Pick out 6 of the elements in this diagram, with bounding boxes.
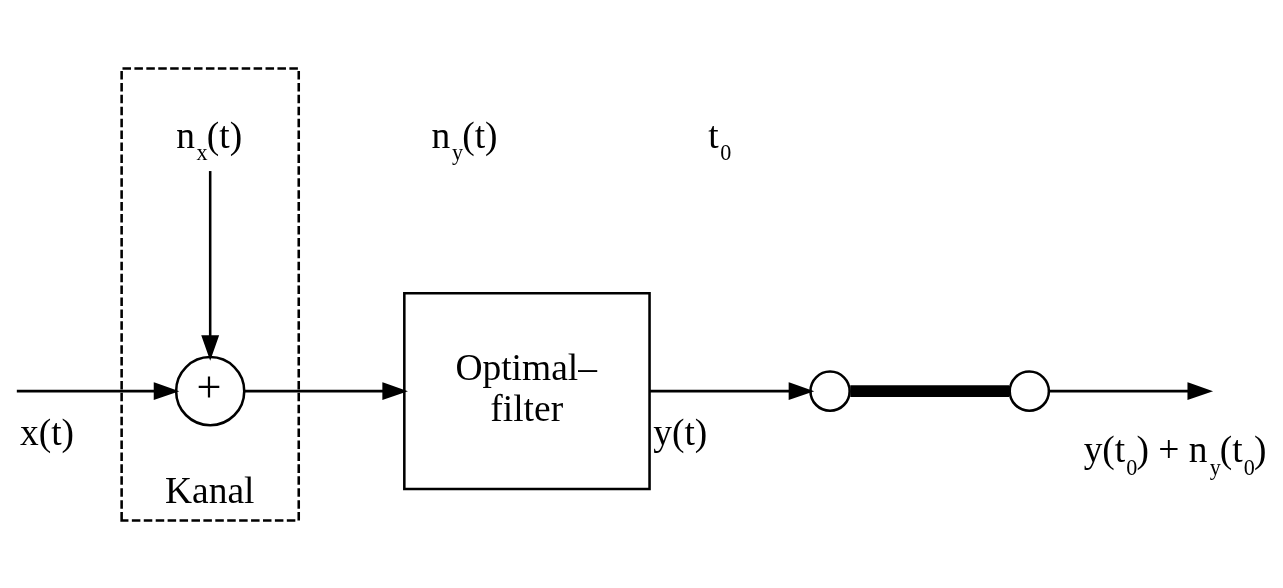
edge-label: x(t) bbox=[19, 411, 75, 453]
label: t$_{0}$ bbox=[708, 114, 732, 165]
edge-label: y(t) bbox=[653, 411, 708, 453]
node-text: n$_{x}$(t) bbox=[176, 114, 243, 165]
label: n$_{y}$(t) bbox=[431, 114, 498, 165]
edge-label: y(t$_{0}$) + n$_{y}$(t$_{0}$) bbox=[1083, 428, 1267, 480]
